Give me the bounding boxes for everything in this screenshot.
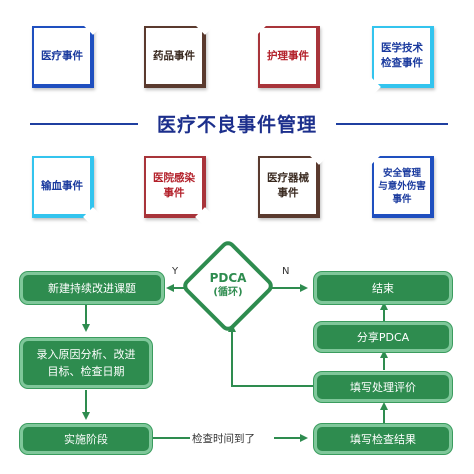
yes-label: Y (172, 266, 179, 277)
step-label: 录入原因分析、改进 目标、检查日期 (36, 348, 136, 378)
step-record-analysis: 录入原因分析、改进 目标、检查日期 (20, 338, 152, 388)
tile-label: 医学技术 检查事件 (381, 42, 423, 69)
tile-label: 输血事件 (41, 179, 83, 192)
step-label: 新建持续改进课题 (48, 281, 136, 295)
title-rule-left (30, 123, 138, 125)
step-new-improvement-topic: 新建持续改进课题 (20, 272, 164, 304)
main-title: 医疗不良事件管理 (156, 114, 317, 136)
title-rule-right (336, 123, 448, 125)
tile-label: 药品事件 (153, 49, 195, 62)
step-fill-check-result: 填写检查结果 (314, 424, 452, 454)
step-implementation: 实施阶段 (20, 424, 152, 454)
step-label: 填写处理评价 (350, 380, 416, 394)
no-label: N (282, 266, 290, 277)
tile-label: 医疗器械 事件 (267, 172, 309, 199)
tile-medical-event: 医疗事件 (32, 15, 103, 88)
step-label: 结束 (372, 281, 394, 295)
step-fill-evaluation: 填写处理评价 (314, 372, 452, 402)
tile-device-event: 医疗器械 事件 (258, 145, 329, 218)
tile-label: 安全管理 与意外伤害 事件 (378, 167, 426, 205)
pdca-sub-text: (循环) (213, 287, 243, 298)
step-label: 填写检查结果 (350, 432, 416, 446)
tile-label: 医疗事件 (41, 49, 83, 62)
tile-nursing-event: 护理事件 (247, 15, 320, 88)
step-label: 实施阶段 (64, 432, 108, 446)
step-end: 结束 (314, 272, 452, 304)
step-share-pdca: 分享PDCA (314, 322, 452, 352)
tile-medtech-exam-event: 医学技术 检查事件 (361, 26, 434, 97)
arrow-evaluate-to-pdca (228, 324, 314, 387)
tile-label: 护理事件 (267, 49, 309, 62)
tile-infection-event: 医院感染 事件 (144, 156, 215, 227)
tile-drug-event: 药品事件 (144, 15, 215, 88)
tile-label: 医院感染 事件 (153, 172, 195, 199)
check-time-label: 检查时间到了 (192, 433, 255, 445)
pdca-decision-label: PDCA (循环) (184, 271, 272, 300)
pdca-main-text: PDCA (209, 271, 247, 285)
tile-transfusion-event: 输血事件 (32, 156, 103, 227)
step-label: 分享PDCA (356, 330, 410, 344)
tile-safety-accident-event: 安全管理 与意外伤害 事件 (361, 145, 434, 218)
